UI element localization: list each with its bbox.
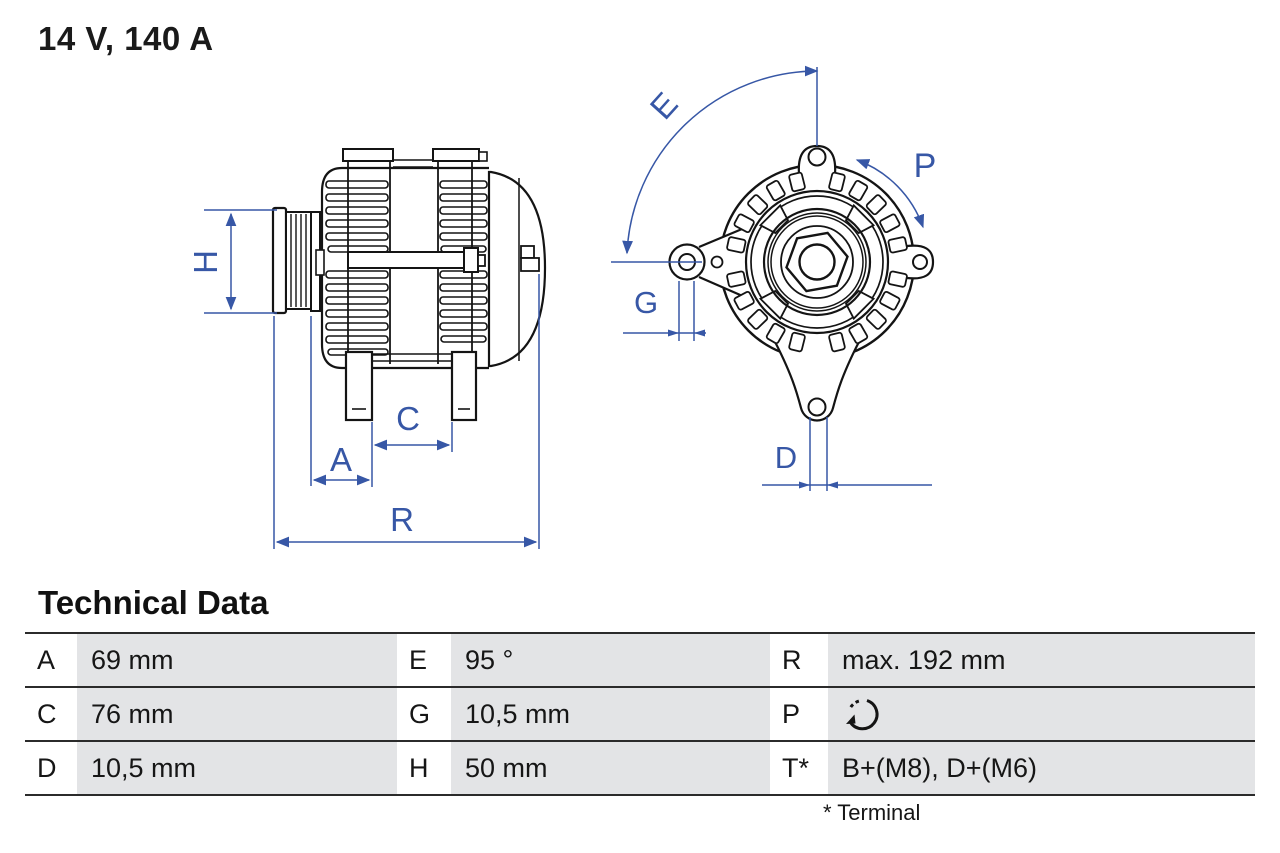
dimension-label-p: P: [914, 147, 937, 185]
top-mounting-lugs: [342, 148, 488, 168]
side-view-dimensions: [204, 209, 540, 549]
dimension-label-g: G: [634, 285, 658, 320]
shaft-nut: [785, 231, 849, 293]
dimension-key-h: H: [397, 742, 451, 794]
dimension-value-g: 10,5 mm: [451, 688, 770, 740]
dimension-value-d: 10,5 mm: [77, 742, 397, 794]
pulley: [271, 206, 325, 315]
terminal-footnote: * Terminal: [823, 800, 921, 825]
dimension-key-c: C: [25, 688, 77, 740]
dimension-label-a: A: [330, 441, 352, 478]
terminal-studs: [520, 245, 540, 272]
dimension-label-r: R: [390, 501, 414, 538]
dimension-key-r: R: [770, 634, 828, 686]
rotation-arrow-icon: [846, 699, 879, 731]
side-view-drawing: [271, 148, 547, 422]
top-lug: [797, 144, 837, 175]
alternator-technical-drawing: H A C R: [187, 65, 937, 549]
bottom-mounting-leg: [771, 335, 863, 422]
dimension-key-p: P: [770, 688, 828, 740]
dimension-value-p: [828, 688, 1255, 740]
right-lug: [906, 244, 935, 280]
table-row: A 69 mm E 95 ° R max. 192 mm: [25, 632, 1255, 686]
side-view-dimension-labels: H A C R: [187, 250, 420, 538]
front-view-drawing: [668, 144, 935, 422]
dimension-key-d: D: [25, 742, 77, 794]
dimension-label-h: H: [187, 250, 224, 274]
table-row: D 10,5 mm H 50 mm T* B+(M8), D+(M6): [25, 740, 1255, 794]
dimension-key-a: A: [25, 634, 77, 686]
dimension-label-d: D: [775, 440, 797, 475]
cooling-fins: [325, 180, 488, 356]
table-row: C 76 mm G 10,5 mm P T*: [25, 686, 1255, 740]
dimension-value-a: 69 mm: [77, 634, 397, 686]
dimension-value-h: 50 mm: [451, 742, 770, 794]
front-view-dimensions: [611, 65, 932, 491]
rear-cover: [487, 170, 547, 368]
dimension-key-e: E: [397, 634, 451, 686]
technical-data-table: A 69 mm E 95 ° R max. 192 mm C 76 mm G 1…: [25, 632, 1255, 796]
mounting-feet: [344, 350, 478, 422]
dimension-value-e: 95 °: [451, 634, 770, 686]
terminal-value: B+(M8), D+(M6): [828, 742, 1255, 794]
page-title: 14 V, 140 A: [38, 20, 214, 57]
terminal-key: T*: [770, 742, 828, 794]
dimension-value-r: max. 192 mm: [828, 634, 1255, 686]
dimension-label-c: C: [396, 400, 420, 437]
dimension-value-c: 76 mm: [77, 688, 397, 740]
dimension-key-g: G: [397, 688, 451, 740]
dimension-label-e: E: [643, 85, 685, 126]
technical-data-heading: Technical Data: [38, 584, 269, 621]
